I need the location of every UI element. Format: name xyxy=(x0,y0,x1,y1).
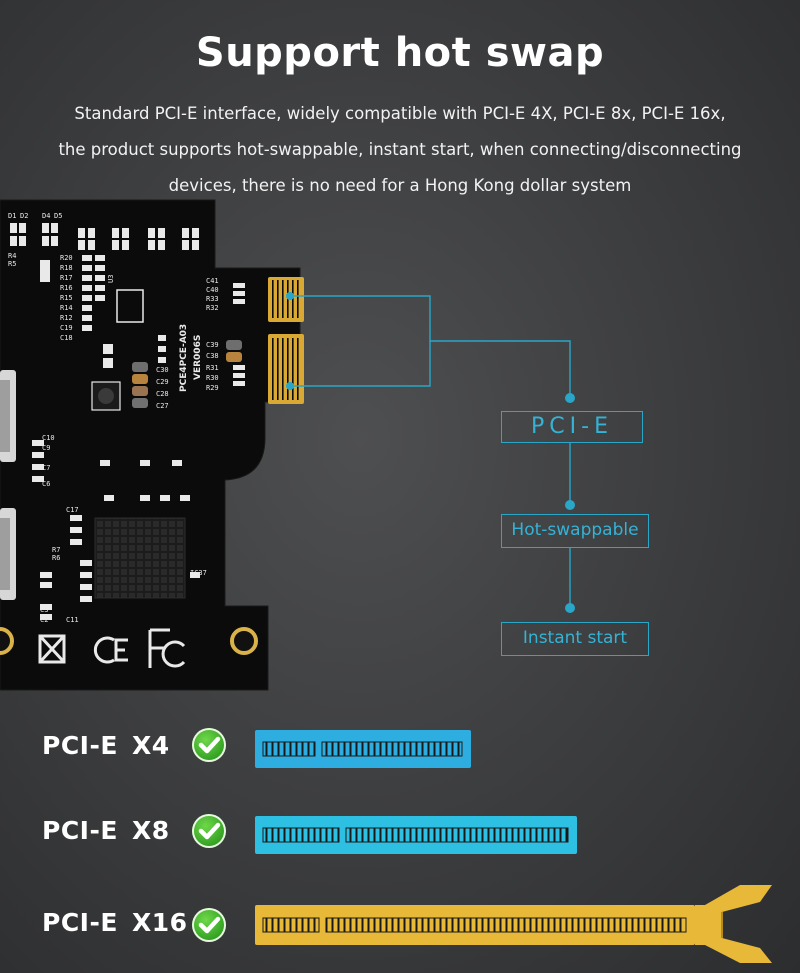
checkmark-icon xyxy=(192,728,226,762)
slot-width-label: X4 xyxy=(131,731,170,760)
svg-text:D5: D5 xyxy=(54,212,62,220)
svg-text:C41: C41 xyxy=(206,277,219,285)
pcie-callout-box: PCI-E xyxy=(501,411,643,443)
slot-x4-illustration xyxy=(255,730,471,768)
chip-u3 xyxy=(116,289,144,323)
slot-label-x16: PCI-E X16 xyxy=(42,908,188,937)
description-line-2: the product supports hot-swappable, inst… xyxy=(58,140,742,159)
svg-text:R7: R7 xyxy=(52,546,60,554)
svg-text:C18: C18 xyxy=(60,334,73,342)
slot-x16-illustration xyxy=(255,885,772,963)
svg-text:C38: C38 xyxy=(206,352,219,360)
svg-text:C6: C6 xyxy=(42,480,50,488)
slot-gen-label: PCI-E xyxy=(42,731,118,760)
callout-lines xyxy=(290,295,571,608)
svg-text:R31: R31 xyxy=(206,364,219,372)
svg-text:C9: C9 xyxy=(42,444,50,452)
certification-marks xyxy=(38,628,186,668)
svg-text:C27: C27 xyxy=(156,402,169,410)
heatsink xyxy=(94,517,186,599)
description: Standard PCI-E interface, widely compati… xyxy=(40,96,760,204)
svg-text:R4: R4 xyxy=(8,252,16,260)
svg-text:R32: R32 xyxy=(206,304,219,312)
svg-text:C40: C40 xyxy=(206,286,219,294)
slot-gen-label: PCI-E xyxy=(42,816,118,845)
slot-x16-latch xyxy=(695,885,772,963)
svg-text:R30: R30 xyxy=(206,374,219,382)
mount-hole-right xyxy=(230,627,258,655)
callout-dots xyxy=(286,292,575,613)
smd-components xyxy=(10,223,245,620)
svg-text:R16: R16 xyxy=(60,284,73,292)
slot-width-label: X16 xyxy=(131,908,188,937)
svg-text:C11: C11 xyxy=(66,616,79,624)
svg-text:D2: D2 xyxy=(20,212,28,220)
checkmark-icon xyxy=(192,908,226,942)
slot-gen-label: PCI-E xyxy=(42,908,118,937)
svg-text:C2: C2 xyxy=(40,616,48,624)
svg-text:C28: C28 xyxy=(156,390,169,398)
description-line-1: Standard PCI-E interface, widely compati… xyxy=(74,104,726,123)
svg-text:C29: C29 xyxy=(156,378,169,386)
mount-hole-left xyxy=(0,627,14,655)
slot-width-label: X8 xyxy=(131,816,170,845)
page-title: Support hot swap xyxy=(195,30,605,76)
svg-text:C19: C19 xyxy=(60,324,73,332)
svg-text:R29: R29 xyxy=(206,384,219,392)
hot-swappable-callout-box: Hot-swappable xyxy=(501,514,649,548)
svg-text:R12: R12 xyxy=(60,314,73,322)
capacitor-column xyxy=(132,340,242,408)
board-model: PCE4PCE-A03 xyxy=(179,324,189,392)
svg-text:C3: C3 xyxy=(40,606,48,614)
svg-text:C17: C17 xyxy=(66,506,79,514)
svg-text:IC37: IC37 xyxy=(190,569,207,577)
board-version: VER006S xyxy=(193,335,203,380)
svg-text:R6: R6 xyxy=(52,554,60,562)
svg-text:R17: R17 xyxy=(60,274,73,282)
description-line-3: devices, there is no need for a Hong Kon… xyxy=(168,176,632,195)
svg-text:R14: R14 xyxy=(60,304,73,312)
svg-text:R15: R15 xyxy=(60,294,73,302)
slot-label-x8: PCI-E X8 xyxy=(42,816,170,845)
svg-text:D1: D1 xyxy=(8,212,16,220)
slot-label-x4: PCI-E X4 xyxy=(42,731,170,760)
instant-start-callout-box: Instant start xyxy=(501,622,649,656)
svg-text:C10: C10 xyxy=(42,434,55,442)
svg-text:C30: C30 xyxy=(156,366,169,374)
svg-text:R18: R18 xyxy=(60,264,73,272)
svg-text:R33: R33 xyxy=(206,295,219,303)
svg-text:C39: C39 xyxy=(206,341,219,349)
svg-text:R5: R5 xyxy=(8,260,16,268)
checkmark-icon xyxy=(192,814,226,848)
svg-text:R20: R20 xyxy=(60,254,73,262)
chip-label: U3 xyxy=(107,275,115,283)
svg-text:C7: C7 xyxy=(42,464,50,472)
svg-text:D4: D4 xyxy=(42,212,50,220)
svg-text:C4: C4 xyxy=(40,582,48,590)
svg-text:C5: C5 xyxy=(40,572,48,580)
slot-x8-illustration xyxy=(255,816,577,854)
